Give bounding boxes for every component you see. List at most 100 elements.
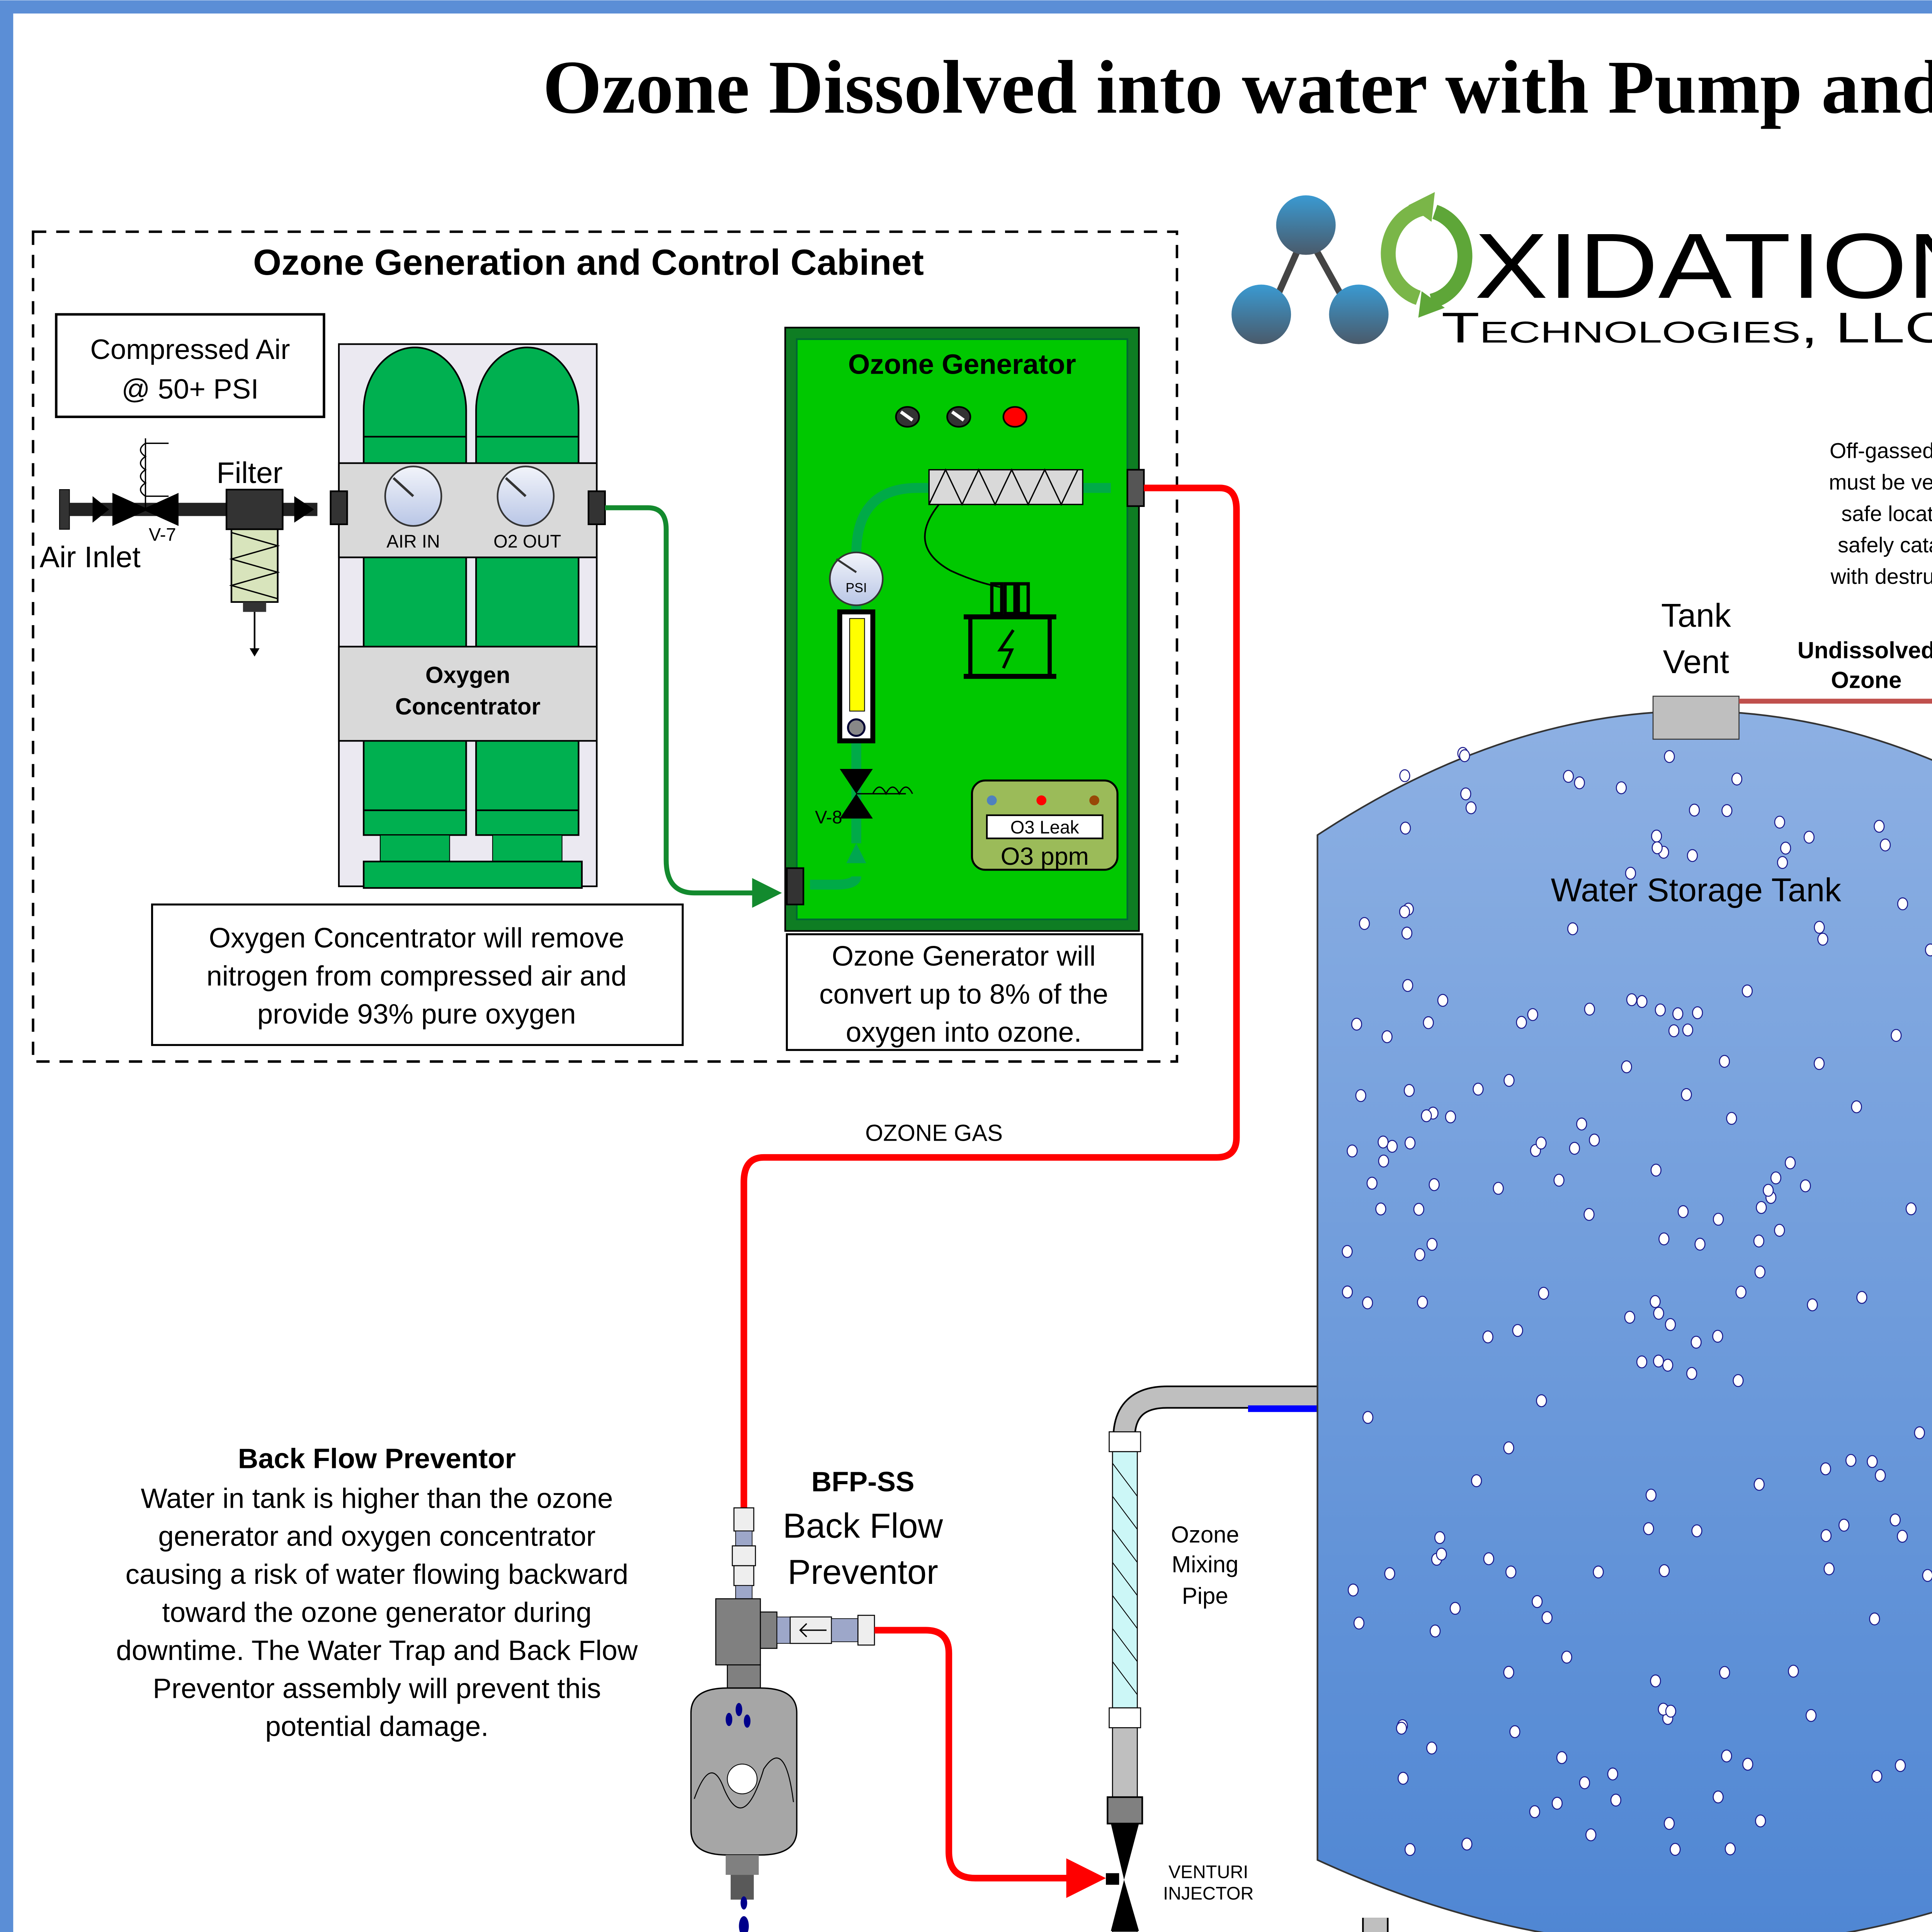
bubble <box>1820 1462 1831 1476</box>
o3-leak-display: O3 Leak <box>1010 817 1079 837</box>
undissolved-ozone-line-1: Undissolved <box>1798 637 1932 663</box>
compressed-air-box <box>55 313 325 418</box>
bubble <box>1895 1759 1906 1772</box>
bubble <box>1690 1335 1702 1349</box>
bubble <box>1650 1163 1662 1177</box>
bubble <box>1536 1136 1547 1150</box>
bubble <box>1355 1089 1366 1102</box>
generator-note-line-3: oxygen into ozone. <box>846 1017 1082 1048</box>
bubble <box>1503 1074 1515 1087</box>
bubble <box>1405 1136 1416 1150</box>
concentrator-note-line-1: Oxygen Concentrator will remove <box>209 922 624 954</box>
bubble <box>1398 1772 1409 1785</box>
bubble <box>1651 830 1662 843</box>
generator-switch-1-icon <box>895 406 920 428</box>
bubble <box>1378 1135 1389 1149</box>
bubble <box>1616 781 1627 794</box>
bubble <box>1574 776 1585 789</box>
bubble <box>1867 1455 1878 1468</box>
undissolved-ozone-line-2: Ozone <box>1831 667 1901 693</box>
bubble <box>1755 1814 1766 1828</box>
bubble <box>1664 750 1675 763</box>
bubble <box>1742 984 1753 998</box>
backflow-body-line-5: downtime. The Water Trap and Back Flow <box>116 1635 638 1666</box>
bubble <box>1719 1055 1730 1068</box>
bubble <box>1509 1725 1520 1738</box>
bubble <box>1668 1024 1680 1037</box>
backflow-body-line-7: potential damage. <box>265 1711 488 1742</box>
bubble <box>1725 1842 1736 1855</box>
bubble <box>1563 770 1574 783</box>
bubble <box>1413 1203 1424 1216</box>
cabinet-title: Ozone Generation and Control Cabinet <box>253 242 924 282</box>
tank-vent-line-2: Vent <box>1663 644 1729 680</box>
bubble <box>1483 1552 1494 1565</box>
ozone-gas-line <box>740 485 1240 1508</box>
bubble <box>1403 1084 1415 1097</box>
bubble <box>1437 994 1449 1007</box>
bubble <box>1803 831 1815 844</box>
bubble <box>1721 1749 1732 1763</box>
bubble <box>1399 769 1410 782</box>
mixing-loop-piping <box>1106 1385 1323 1932</box>
solenoid-valve-v7-icon <box>112 438 179 526</box>
bubble <box>1583 1208 1595 1221</box>
internal-gas-path <box>810 483 1111 890</box>
bubble <box>1516 1016 1527 1029</box>
bubble <box>1856 1291 1867 1304</box>
compressed-air-line-1: Compressed Air <box>90 334 290 365</box>
bubble <box>1429 1178 1440 1191</box>
bubble <box>1426 1238 1438 1251</box>
bubble <box>1538 1287 1549 1300</box>
bubble <box>1359 917 1370 930</box>
water-trap-assembly <box>690 1507 875 1932</box>
bubble <box>1342 1285 1353 1299</box>
air-inlet-assembly: V-7 Air Inlet Filter <box>40 438 318 657</box>
bubble <box>1461 1837 1473 1851</box>
bubble <box>1670 1843 1681 1856</box>
bubble <box>1663 1817 1675 1830</box>
bubble <box>1677 1205 1689 1218</box>
bubble <box>1362 1296 1373 1310</box>
backflow-body-line-6: Preventor assembly will prevent this <box>153 1673 601 1704</box>
bubble <box>1400 821 1411 835</box>
bubble <box>1807 1298 1818 1311</box>
backflow-body-line-1: Water in tank is higher than the ozone <box>141 1483 613 1514</box>
oxygen-supply-line <box>605 505 782 908</box>
bubble <box>1384 1567 1395 1580</box>
bubble <box>1686 1367 1697 1380</box>
control-cabinet-boundary <box>32 230 1179 1063</box>
air-filter-icon <box>225 488 284 657</box>
bubble <box>1460 787 1471 801</box>
venturi-label-line-1: VENTURI <box>1168 1862 1248 1882</box>
bubble <box>1672 1007 1684 1020</box>
bubble <box>1735 1286 1747 1299</box>
water-storage-tank: Water Storage Tank <box>1316 710 1932 1932</box>
bubble <box>1845 1454 1857 1467</box>
bubble <box>1665 1318 1676 1331</box>
check-valve-icon <box>776 1615 875 1646</box>
company-logo: XIDATION Technologies, LLC. <box>1231 192 1932 352</box>
bubble <box>1621 1060 1632 1073</box>
offgas-note-line-1: Off-gassed ozone <box>1830 439 1932 463</box>
bfp-model-label: BFP-SS <box>811 1466 915 1498</box>
concentrator-note-box <box>151 903 684 1046</box>
backflow-body-line-4: toward the ozone generator during <box>162 1597 592 1628</box>
bubble <box>1366 1177 1378 1190</box>
molecule-icon <box>1231 195 1389 344</box>
bubble <box>1922 1569 1932 1582</box>
solenoid-valve-v8-icon <box>840 769 913 819</box>
bubble <box>1584 1002 1595 1016</box>
bubble <box>1434 1531 1446 1544</box>
bubble <box>1353 1616 1365 1630</box>
offgas-note-line-5: with destruct unit. <box>1830 565 1932 588</box>
offgas-note-line-4: safely catalyzed <box>1838 533 1932 557</box>
bubble <box>1742 1758 1753 1771</box>
bubble <box>1551 1797 1563 1810</box>
bubble <box>1805 1709 1817 1722</box>
recycle-ring-icon <box>1381 192 1473 318</box>
corona-cell-icon <box>928 468 1083 506</box>
bubble <box>1625 867 1636 880</box>
